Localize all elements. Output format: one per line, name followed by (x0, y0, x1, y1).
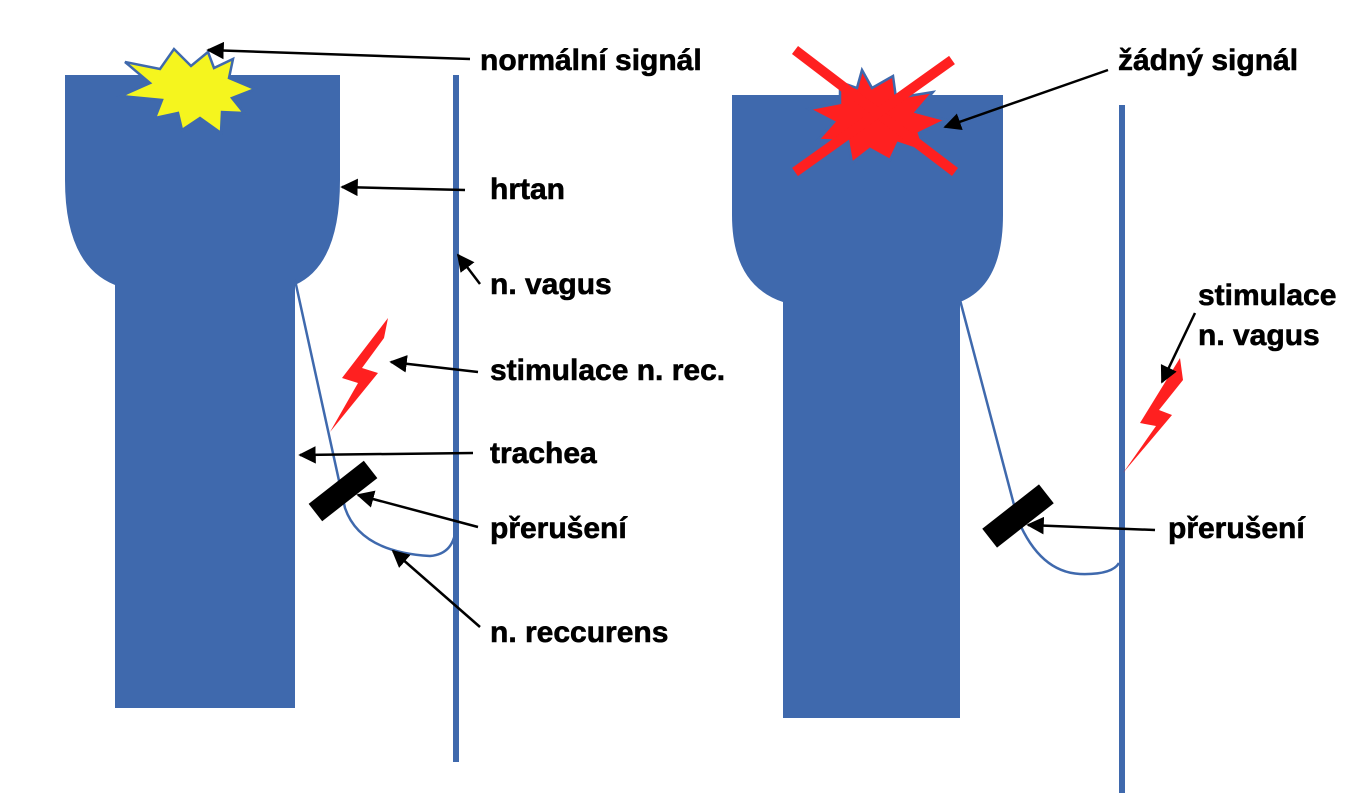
arrow-larynx (340, 178, 466, 197)
left-arrows (206, 41, 481, 628)
lightning-bolt-icon (330, 318, 388, 432)
arrow-interruption (356, 490, 479, 529)
label-interruption: přerušení (1168, 512, 1306, 545)
interruption-bar-icon (308, 460, 378, 522)
larynx-trachea-shape (732, 95, 1003, 718)
arrow-recurrens (391, 549, 481, 628)
starburst-icon (116, 47, 259, 136)
arrow-trachea (298, 446, 474, 464)
arrow-vagus (456, 253, 481, 285)
arrow-interruption (1026, 516, 1156, 535)
label-larynx: hrtan (490, 173, 565, 206)
label-stimulation-line1: stimulace (1198, 279, 1336, 312)
label-stimulation: stimulace n. rec. (490, 354, 725, 387)
arrow-stimulation (389, 355, 479, 374)
label-vagus: n. vagus (490, 268, 612, 301)
left-panel: normální signál hrtan n. vagus stimulace… (65, 41, 725, 762)
lightning-bolt-icon (1123, 358, 1183, 473)
label-trachea: trachea (490, 437, 597, 470)
label-no-signal: žádný signál (1118, 44, 1298, 77)
label-normal-signal: normální signál (480, 44, 702, 77)
arrow-no-signal (943, 68, 1109, 131)
recurrent-nerve (958, 299, 1121, 576)
right-panel: žádný signál stimulace n. vagus přerušen… (732, 44, 1337, 793)
larynx-trachea-shape (65, 75, 340, 708)
label-interruption: přerušení (490, 512, 628, 545)
cross-stroke-2 (792, 55, 955, 177)
label-stimulation-line2: n. vagus (1198, 319, 1320, 352)
interruption-bar-icon (982, 484, 1054, 548)
no-signal-cross-icon (791, 46, 959, 177)
recurrent-nerve (293, 279, 458, 558)
arrow-normal-signal (206, 41, 471, 61)
label-recurrens: n. reccurens (490, 616, 668, 649)
arrow-stimulation (1160, 312, 1197, 384)
right-arrows (943, 68, 1197, 535)
